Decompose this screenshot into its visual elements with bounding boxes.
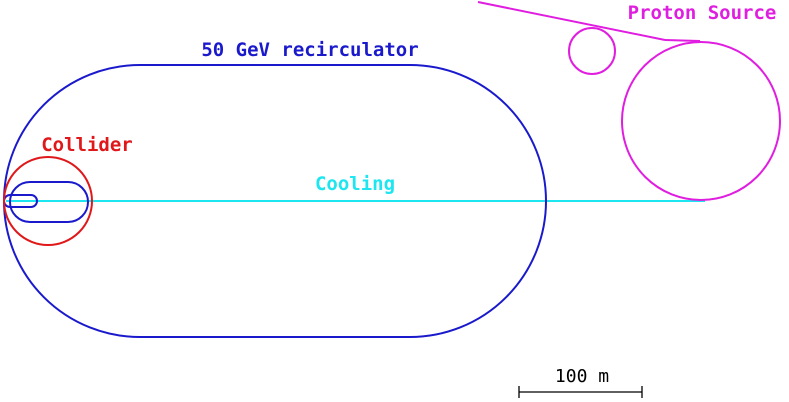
- scale-bar: 100 m: [518, 366, 643, 398]
- proton-small-ring: [568, 27, 616, 75]
- recirculator-racetrack: [3, 64, 547, 338]
- collider-ring: [3, 156, 93, 246]
- collider-inner-racetrack: [9, 181, 89, 223]
- proton-source-label: Proton Source: [628, 2, 777, 24]
- proton-large-ring: [621, 41, 781, 201]
- proton-transfer-line-2: [664, 39, 701, 42]
- collider-label: Collider: [41, 134, 133, 156]
- cooling-label: Cooling: [315, 173, 395, 195]
- recirculator-label: 50 GeV recirculator: [201, 39, 418, 61]
- scale-bar-label: 100 m: [555, 366, 609, 387]
- proton-transfer-line: [477, 1, 666, 41]
